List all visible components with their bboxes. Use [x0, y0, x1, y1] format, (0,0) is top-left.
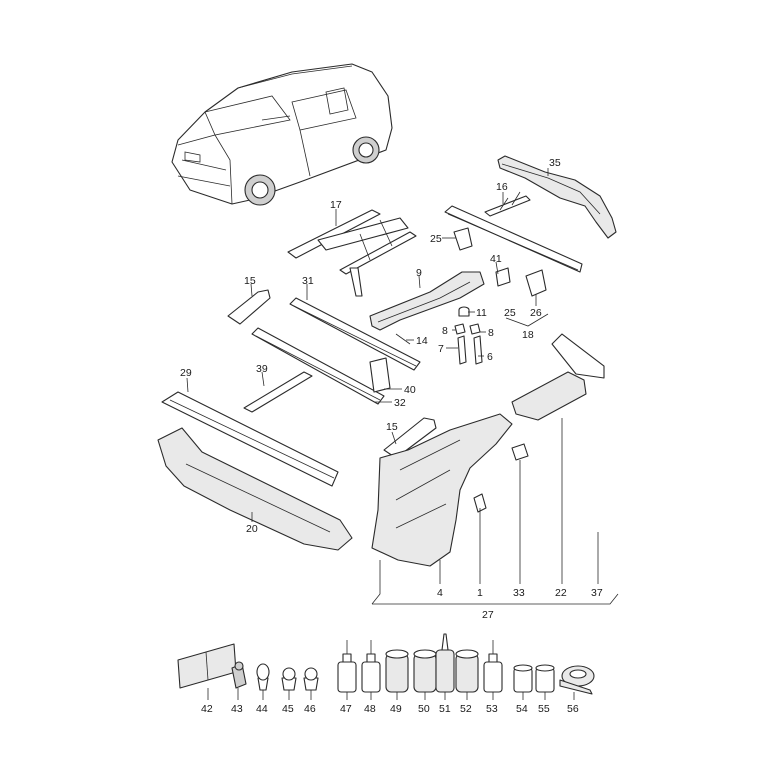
- part-53: [483, 640, 503, 693]
- callout-35: 35: [549, 157, 561, 169]
- part-46: [303, 667, 319, 691]
- callout-18: 18: [522, 329, 534, 341]
- callout-37: 37: [591, 587, 603, 599]
- callout-41: 41: [490, 253, 502, 265]
- callout-40: 40: [404, 384, 416, 396]
- callout-31: 31: [302, 275, 314, 287]
- part-48: [361, 640, 381, 693]
- callout-9: 9: [416, 267, 422, 279]
- callout-14: 14: [416, 335, 428, 347]
- part-52: [455, 649, 479, 693]
- part-14: [395, 333, 411, 345]
- callout-54: 54: [516, 703, 528, 715]
- vehicle-illustration: [171, 63, 393, 206]
- part-22: [511, 371, 587, 421]
- part-31: [289, 297, 421, 371]
- part-20: [157, 427, 353, 551]
- callout-8-left: 8: [442, 325, 448, 337]
- callout-25: 25: [430, 233, 442, 245]
- callout-51: 51: [439, 703, 451, 715]
- callout-53: 53: [486, 703, 498, 715]
- part-17: [287, 209, 417, 297]
- callout-49: 49: [390, 703, 402, 715]
- part-45: [281, 667, 297, 691]
- part-25-bracket: [453, 227, 473, 251]
- callout-46: 46: [304, 703, 316, 715]
- callout-29: 29: [180, 367, 192, 379]
- callout-4: 4: [437, 587, 443, 599]
- callout-44: 44: [256, 703, 268, 715]
- callout-26: 26: [530, 307, 542, 319]
- part-56: [559, 665, 595, 695]
- part-44: [256, 663, 270, 691]
- callouts: 35 16 17 25 41 9 26 25 18 15 31 11 8 8 7…: [180, 157, 603, 621]
- callout-56: 56: [567, 703, 579, 715]
- callout-20: 20: [246, 523, 258, 535]
- bottom-parts-row: 42 43 44 45 46 47 48 49 50 51 52 53 54 5…: [177, 633, 595, 715]
- part-16: [484, 195, 531, 217]
- part-47: [337, 640, 357, 693]
- part-54: [513, 664, 533, 693]
- callout-16: 16: [496, 181, 508, 193]
- callout-33: 33: [513, 587, 525, 599]
- callout-27: 27: [482, 609, 494, 621]
- part-55: [535, 664, 555, 693]
- callout-17: 17: [330, 199, 342, 211]
- front-floor-structure: [371, 413, 513, 567]
- callout-11: 11: [476, 307, 487, 319]
- part-18: [444, 205, 583, 273]
- callout-7: 7: [438, 343, 444, 355]
- part-26: [525, 269, 547, 297]
- callout-39: 39: [256, 363, 268, 375]
- part-32: [251, 327, 385, 405]
- callout-42: 42: [201, 703, 213, 715]
- part-40: [369, 357, 391, 393]
- callout-25-lower: 25: [504, 307, 516, 319]
- part-29: [161, 391, 339, 487]
- callout-55: 55: [538, 703, 550, 715]
- callout-50: 50: [418, 703, 430, 715]
- callout-45: 45: [282, 703, 294, 715]
- part-33: [511, 443, 529, 461]
- callout-43: 43: [231, 703, 243, 715]
- callout-22: 22: [555, 587, 567, 599]
- callout-47: 47: [340, 703, 352, 715]
- callout-48: 48: [364, 703, 376, 715]
- part-43: [231, 661, 247, 689]
- callout-15: 15: [244, 275, 256, 287]
- fasteners-group: [454, 306, 483, 365]
- part-41: [495, 267, 511, 287]
- callout-1: 1: [477, 587, 483, 599]
- part-49: [385, 649, 409, 693]
- part-1: [473, 493, 487, 513]
- part-50: [413, 649, 437, 693]
- callout-52: 52: [460, 703, 472, 715]
- callout-8-right: 8: [488, 327, 494, 339]
- leader-lines: [186, 168, 619, 605]
- part-15-left: [227, 289, 271, 325]
- part-9: [369, 271, 485, 331]
- part-39: [243, 371, 313, 413]
- part-35: [497, 155, 617, 239]
- callout-32: 32: [394, 397, 406, 409]
- callout-6: 6: [487, 351, 493, 363]
- part-51: [435, 633, 455, 693]
- part-37: [551, 333, 605, 379]
- callout-15-lower: 15: [386, 421, 398, 433]
